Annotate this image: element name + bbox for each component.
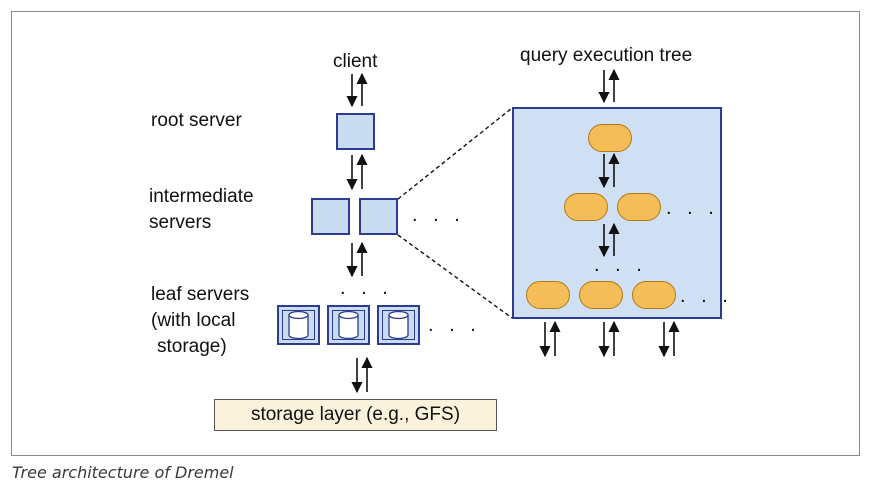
disk-icon	[338, 310, 359, 340]
leaf-servers-ellipsis: . . .	[428, 314, 481, 336]
storage-layer-box: storage layer (e.g., GFS)	[214, 399, 497, 431]
zoom-connector-bottom	[397, 234, 513, 319]
tree-middle-ellipsis: . . .	[594, 254, 647, 276]
root-server-label: root server	[151, 110, 242, 131]
zoom-connector-top	[397, 107, 513, 200]
tree-leaf-node	[526, 281, 570, 309]
tree-intermediate-node	[564, 193, 608, 221]
tree-intermediate-node	[617, 193, 661, 221]
leaf-servers-label-line2: (with local	[151, 310, 236, 331]
disk-icon	[388, 310, 409, 340]
tree-intermediate-ellipsis: . . .	[666, 197, 719, 219]
intermediate-ellipsis: . . .	[412, 204, 465, 226]
leaf-servers-label-line3: storage)	[157, 336, 227, 357]
query-execution-tree-panel: . . . . . . . . .	[512, 107, 728, 319]
disk-icon	[288, 310, 309, 340]
tree-root-node	[588, 124, 632, 152]
figure-caption: Tree architecture of Dremel	[12, 463, 234, 482]
tree-leaf-node	[632, 281, 676, 309]
intermediate-servers-label-line2: servers	[149, 212, 212, 233]
intermediate-server-box	[359, 198, 398, 235]
leaf-servers-label-line1: leaf servers	[151, 284, 250, 305]
root-server-box	[336, 113, 375, 150]
leaf-level-ellipsis: . . .	[340, 277, 393, 299]
query-execution-tree-label: query execution tree	[520, 45, 693, 66]
tree-leaf-node	[579, 281, 623, 309]
intermediate-servers-label-line1: intermediate	[149, 186, 254, 207]
client-label: client	[333, 51, 378, 72]
intermediate-server-box	[311, 198, 350, 235]
tree-leaf-ellipsis: . . .	[680, 285, 733, 307]
